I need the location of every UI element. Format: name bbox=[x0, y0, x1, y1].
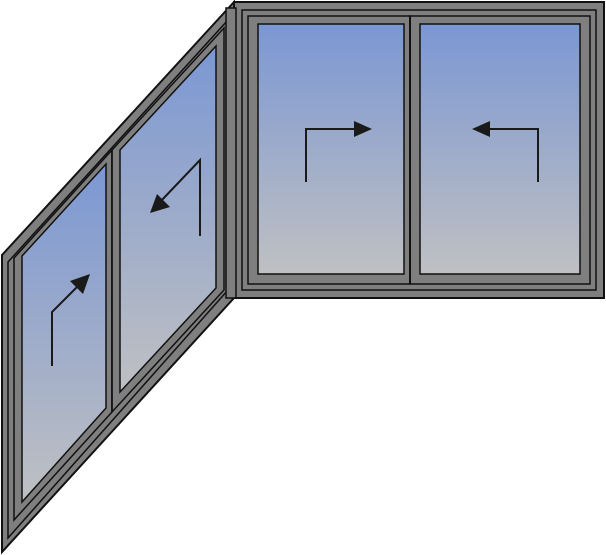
up-diagonal-arrowhead bbox=[70, 274, 90, 294]
side-window-frame bbox=[1, 0, 235, 555]
up-left-icon bbox=[484, 128, 539, 182]
corner-post bbox=[225, 7, 237, 299]
up-diagonal-icon bbox=[51, 281, 83, 366]
opening-arrows bbox=[51, 121, 539, 366]
up-right-icon bbox=[305, 128, 360, 182]
front-left-glass bbox=[257, 23, 405, 275]
front-window-frame bbox=[225, 1, 605, 299]
side-rear-glass bbox=[119, 44, 217, 394]
up-left-arrowhead bbox=[472, 121, 490, 137]
up-right-arrowhead bbox=[354, 121, 372, 137]
down-diagonal-arrowhead bbox=[150, 194, 170, 213]
front-right-glass bbox=[419, 23, 581, 275]
front-frame-inner-line bbox=[241, 9, 597, 291]
down-diagonal-icon bbox=[159, 157, 201, 236]
side-front-glass bbox=[21, 162, 107, 504]
